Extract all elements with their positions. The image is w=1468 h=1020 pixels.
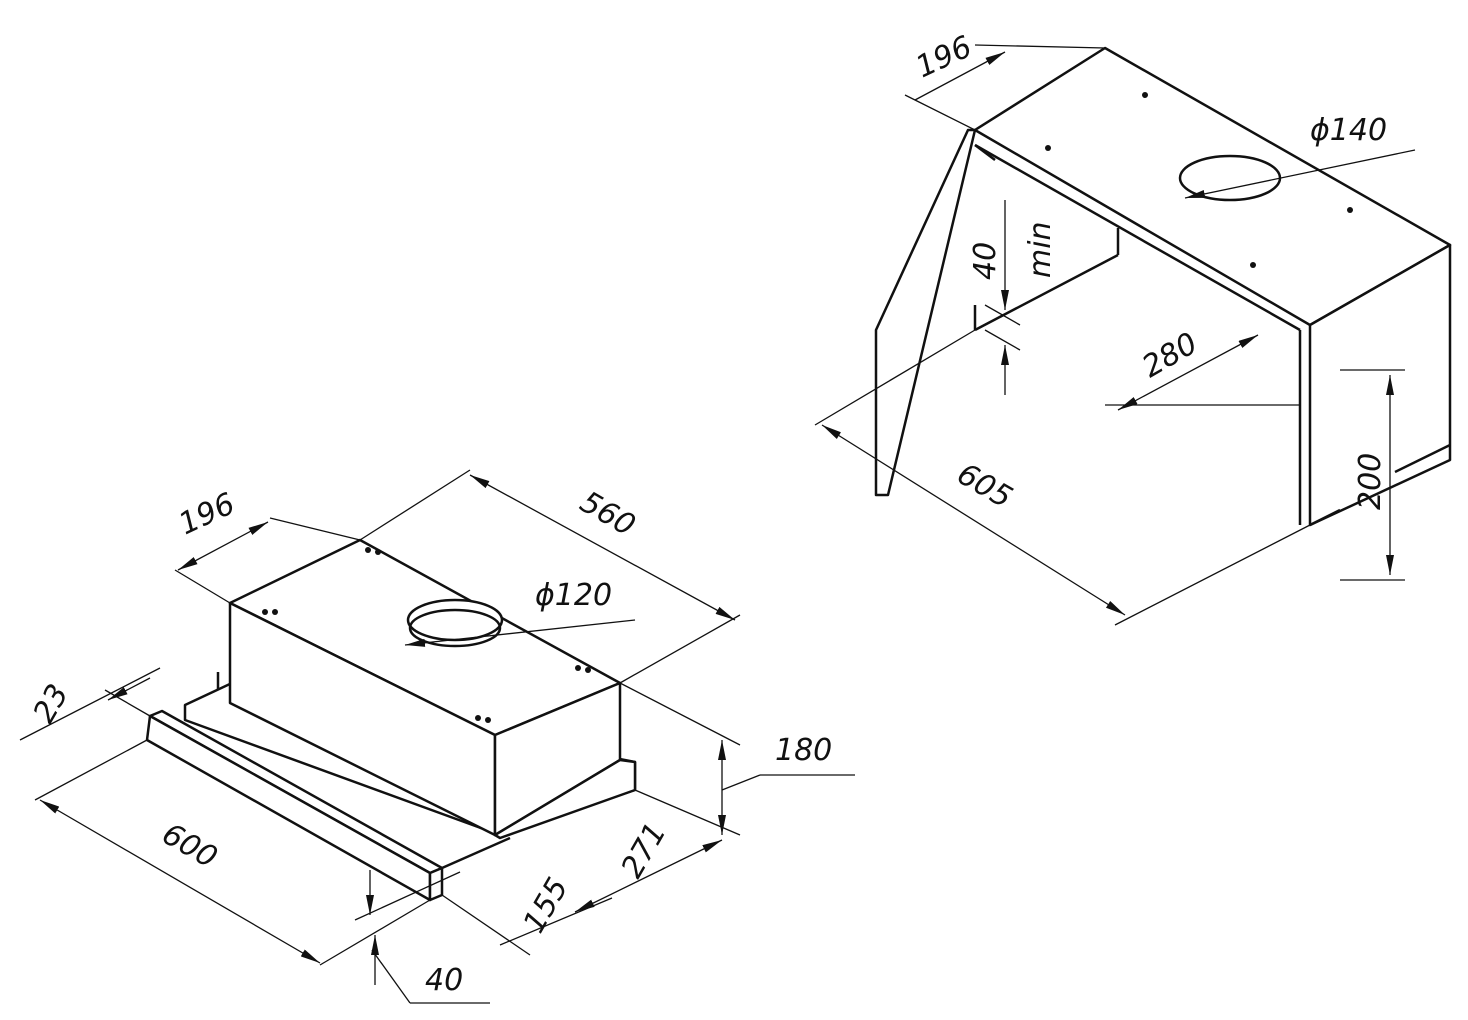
dim-phi140: ϕ140 xyxy=(1310,113,1387,148)
dim-605: 605 xyxy=(951,457,1018,516)
dim-196-right: 196 xyxy=(911,29,978,85)
dim-271: 271 xyxy=(615,817,674,884)
dim-40-left: 40 xyxy=(425,963,463,998)
duct-120 xyxy=(406,598,504,642)
dim-200: 200 xyxy=(1353,453,1388,510)
dim-196-left: 196 xyxy=(174,486,241,542)
dim-560: 560 xyxy=(574,485,641,544)
dim-280: 280 xyxy=(1137,326,1204,385)
left-hood-drawing: 196 560 ϕ120 23 600 180 271 155 40 xyxy=(19,469,855,1004)
right-hood-drawing: 196 ϕ140 40 min 280 605 200 xyxy=(814,29,1452,626)
duct-140 xyxy=(1178,154,1282,202)
dim-min-note: min xyxy=(1023,221,1058,278)
dim-23: 23 xyxy=(27,678,76,729)
dim-phi120: ϕ120 xyxy=(535,578,612,613)
cabinet-door xyxy=(874,128,977,497)
dim-180: 180 xyxy=(775,733,832,768)
cabinet-side xyxy=(1308,243,1452,527)
dim-155: 155 xyxy=(517,872,576,939)
dim-600: 600 xyxy=(156,817,223,876)
dim-40-right: 40 xyxy=(968,242,1003,280)
